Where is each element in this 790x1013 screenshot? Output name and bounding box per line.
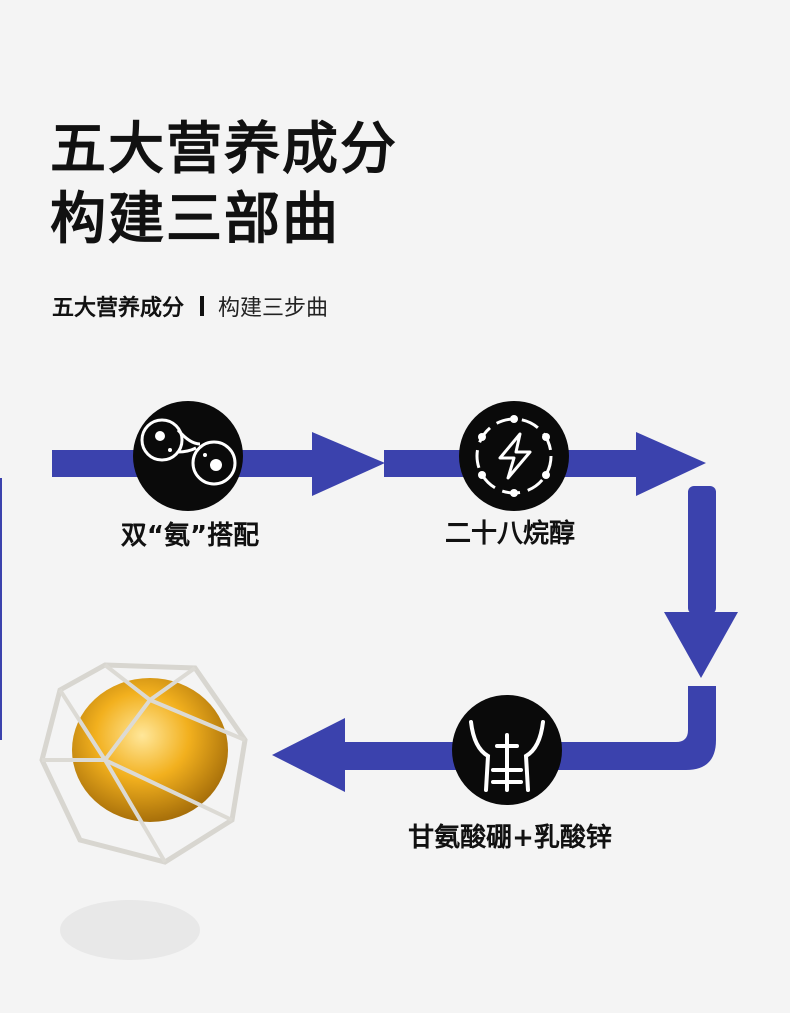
molecule-icon [133, 401, 243, 511]
step-label-2: 二十八烷醇 [444, 519, 576, 549]
page-title-line1: 五大营养成分 [50, 117, 398, 182]
arrow-shaft-bottom [340, 686, 716, 770]
step-label-1: 双“氨”搭配 [120, 521, 260, 551]
subtitle-light: 构建三步曲 [218, 296, 329, 321]
arrowhead-down [664, 612, 738, 678]
energy-bolt-icon [459, 401, 569, 511]
golden-gem-illustration [39, 662, 248, 960]
step-label-3: 甘氨酸硼+乳酸锌 [408, 823, 612, 853]
arrowhead-left [272, 718, 345, 792]
arrowhead-1 [312, 432, 385, 496]
left-edge-line [0, 478, 2, 740]
arrowhead-2 [636, 432, 706, 496]
subtitle: 五大营养成分 构建三步曲 [52, 290, 328, 322]
muscle-torso-icon [452, 695, 562, 805]
subtitle-divider [200, 296, 205, 316]
arrow-shaft-down [688, 486, 716, 614]
page-title-line2: 构建三部曲 [50, 187, 340, 252]
subtitle-bold: 五大营养成分 [52, 296, 185, 321]
